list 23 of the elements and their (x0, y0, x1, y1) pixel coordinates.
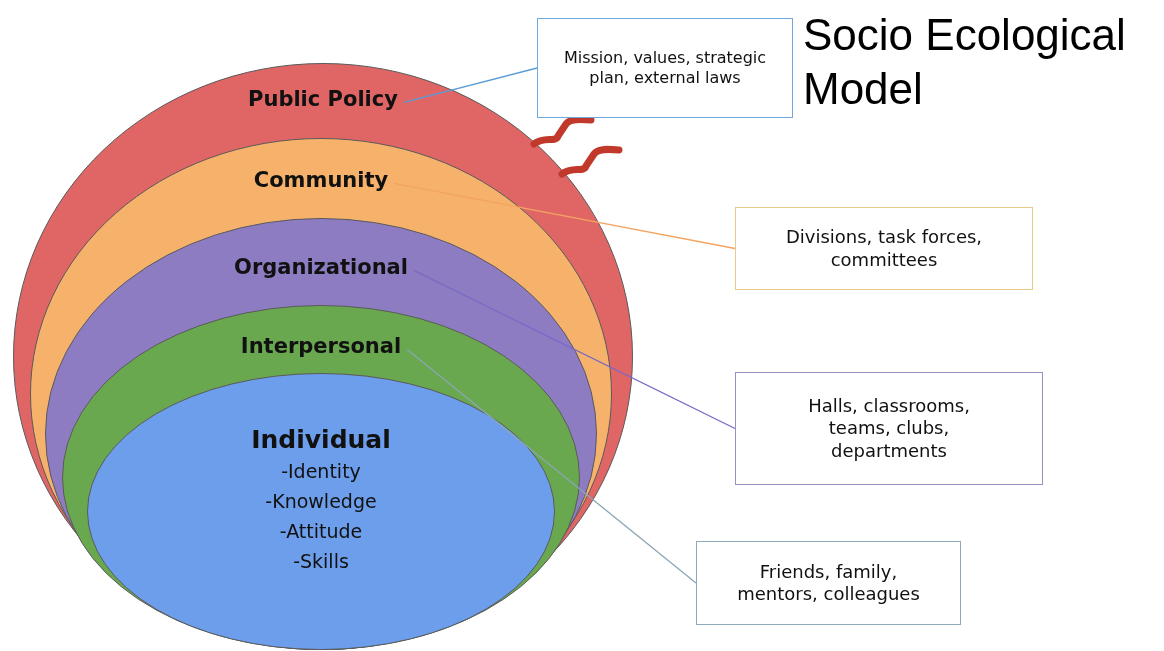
layer-label: Organizational (234, 254, 408, 281)
leader-line (413, 269, 736, 430)
layer-label: Individual (251, 425, 391, 454)
leader-line (406, 348, 697, 584)
list-item: -Knowledge (265, 489, 377, 514)
leader-line (403, 67, 538, 104)
layer-ellipse (62, 305, 580, 650)
layer-label: Public Policy (248, 86, 398, 113)
note-box: Divisions, task forces, committees (735, 207, 1033, 290)
layer-label: Interpersonal (240, 333, 402, 360)
layer-ellipse (13, 63, 633, 650)
layer-ellipse (30, 138, 612, 650)
leader-line (393, 182, 736, 250)
diagram-title: Socio Ecological Model (803, 9, 1127, 115)
list-item: -Attitude (279, 519, 363, 544)
list-item: -Skills (293, 549, 349, 574)
note-box: Mission, values, strategic plan, external laws (537, 18, 793, 118)
layer-ellipse (87, 373, 555, 650)
layer-ellipse (45, 218, 597, 650)
note-box: Friends, family, mentors, colleagues (696, 541, 961, 625)
layer-label: Community (253, 167, 389, 194)
list-item: -Identity (281, 459, 361, 484)
note-box: Halls, classrooms, teams, clubs, departments (735, 372, 1043, 485)
